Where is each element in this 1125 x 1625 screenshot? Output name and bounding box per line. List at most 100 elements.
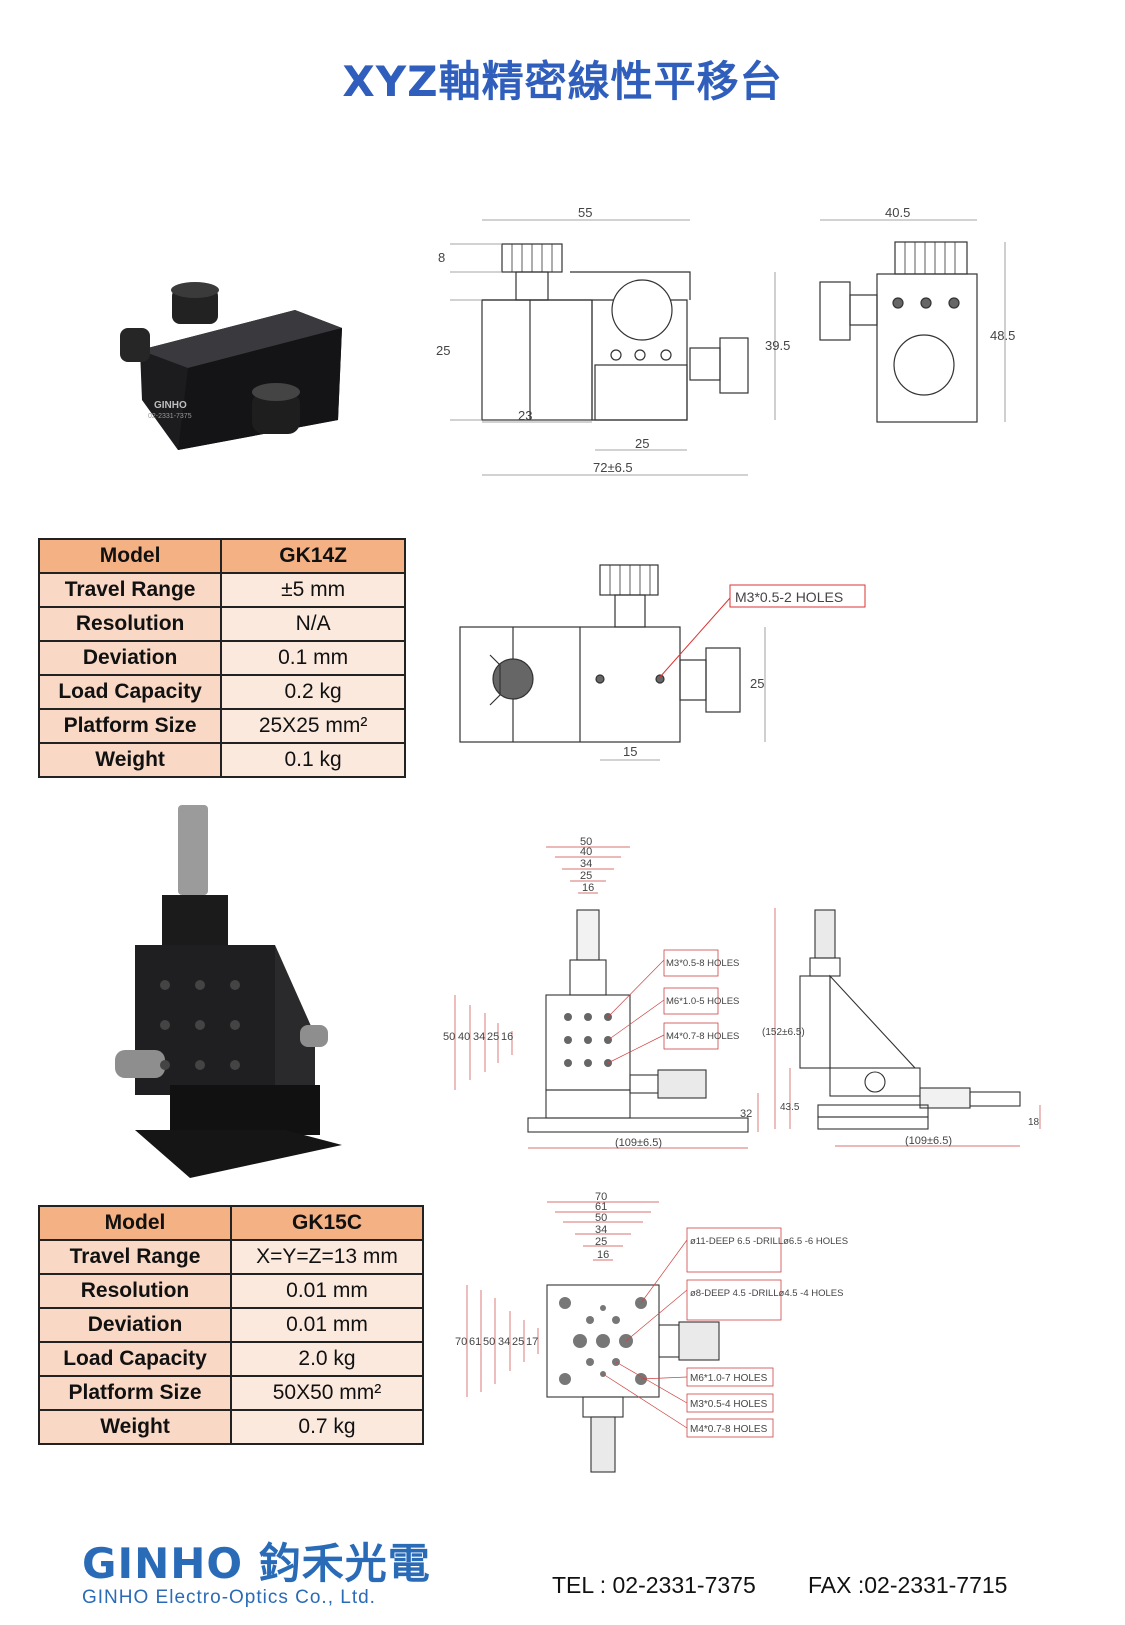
spec-value: 0.01 mm (230, 1307, 424, 1343)
dim-70-top: 70 (595, 1191, 607, 1203)
spec-label: Deviation (37, 640, 223, 676)
dim-25-top: 25 (595, 1236, 607, 1248)
dim-34-top: 34 (595, 1224, 607, 1236)
dim-39-5: 39.5 (765, 338, 790, 353)
dim-40-top: 40 (580, 846, 592, 858)
spec-label: Weight (37, 1409, 233, 1445)
m6-7-holes-note: M6*1.0-7 HOLES (690, 1373, 768, 1384)
dim-18: 18 (1028, 1117, 1040, 1128)
m3-4-holes-note: M3*0.5-4 HOLES (690, 1399, 768, 1410)
photo-brand-text: GINHO (154, 400, 187, 411)
spec-label: Travel Range (37, 1239, 233, 1275)
dim-25-left: 25 (512, 1336, 524, 1348)
dim-70-left: 70 (455, 1336, 467, 1348)
spec-label: Resolution (37, 1273, 233, 1309)
spec-value: 0.2 kg (220, 674, 406, 710)
m3-8-holes-note: M3*0.5-8 HOLES (666, 958, 739, 969)
spec-label: Platform Size (37, 1375, 233, 1411)
spec-label: Load Capacity (37, 674, 223, 710)
dim-109-side: (109±6.5) (905, 1135, 952, 1147)
dim-34-top: 34 (580, 858, 592, 870)
dim-15: 15 (623, 744, 637, 759)
dim-25-top: 25 (580, 870, 592, 882)
dim-50-left: 50 (443, 1031, 455, 1043)
fax-text: FAX :02-2331-7715 (808, 1572, 1008, 1598)
dim-25-bottom: 25 (635, 436, 649, 451)
spec-value: GK15C (230, 1205, 424, 1241)
dim-50-left: 50 (483, 1336, 495, 1348)
gk14z-photo: GINHO 02-2331-7375 (120, 282, 342, 450)
deep-4-5-note: ø8-DEEP 4.5 -DRILLø4.5 -4 HOLES (690, 1288, 843, 1299)
spec-value: 50X50 mm² (230, 1375, 424, 1411)
dim-34-left: 34 (498, 1336, 510, 1348)
dim-72: 72±6.5 (593, 460, 633, 475)
spec-value: 0.01 mm (230, 1273, 424, 1309)
dim-48-5: 48.5 (990, 328, 1015, 343)
table-row: Travel Range±5 mm (37, 572, 406, 608)
spec-value: X=Y=Z=13 mm (230, 1239, 424, 1275)
company-name: GINHO Electro-Optics Co., Ltd. (82, 1587, 376, 1608)
m4-8-holes-note: M4*0.7-8 HOLES (690, 1424, 768, 1435)
spec-label: Load Capacity (37, 1341, 233, 1377)
logo-latin: GINHO (82, 1539, 244, 1588)
dim-8: 8 (438, 250, 445, 265)
spec-label: Model (37, 538, 223, 574)
gk14z-drawing-top: M3*0.5-2 HOLES 25 15 (459, 564, 866, 761)
dim-32: 32 (740, 1108, 752, 1120)
spec-label: Resolution (37, 606, 223, 642)
dim-25-top: 25 (750, 676, 764, 691)
logo-cjk: 鈞禾光電 (258, 1539, 431, 1588)
gk14z-drawing-side: 40.5 48.5 (819, 205, 1015, 423)
spec-value: N/A (220, 606, 406, 642)
dim-16-left: 16 (501, 1031, 513, 1043)
spec-label: Platform Size (37, 708, 223, 744)
dim-34-left: 34 (473, 1031, 485, 1043)
photo-phone-text: 02-2331-7375 (148, 413, 192, 420)
dim-25-left: 25 (436, 343, 450, 358)
dim-55: 55 (578, 205, 592, 220)
spec-value: 0.1 mm (220, 640, 406, 676)
dim-152: (152±6.5) (762, 1027, 805, 1038)
dim-50-top: 50 (595, 1212, 607, 1224)
dim-25-left: 25 (487, 1031, 499, 1043)
gk15c-photo (115, 805, 342, 1178)
gk15c-drawing-front: 50 40 34 25 16 50 40 34 25 16 32 (109±6.… (443, 836, 759, 1149)
spec-label: Weight (37, 742, 223, 778)
dim-17-left: 17 (526, 1336, 538, 1348)
spec-label: Deviation (37, 1307, 233, 1343)
dim-109: (109±6.5) (615, 1137, 662, 1149)
deep-6-5-note: ø11-DEEP 6.5 -DRILLø6.5 -6 HOLES (690, 1236, 848, 1247)
dim-40-5: 40.5 (885, 205, 910, 220)
dim-23: 23 (518, 408, 532, 423)
tel-text: TEL : 02-2331-7375 (552, 1572, 756, 1598)
spec-value: GK14Z (220, 538, 406, 574)
dim-61-left: 61 (469, 1336, 481, 1348)
spec-value: ±5 mm (220, 572, 406, 608)
m3-holes-note: M3*0.5-2 HOLES (735, 589, 843, 605)
spec-value: 0.7 kg (230, 1409, 424, 1445)
gk15c-drawing-top: 70 61 50 34 25 16 70 61 50 34 25 17 ø11-… (455, 1191, 848, 1473)
company-logo: GINHO 鈞禾光電 GINHO Electro-Optics Co., Ltd… (82, 1530, 431, 1609)
dim-50-top: 50 (580, 836, 592, 848)
page-title: XYZ軸精密線性平移台 (342, 57, 783, 106)
spec-value: 2.0 kg (230, 1341, 424, 1377)
dim-61-top: 61 (595, 1201, 607, 1213)
spec-value: 0.1 kg (220, 742, 406, 778)
dim-43-5: 43.5 (780, 1102, 800, 1113)
dim-16-top: 16 (597, 1249, 609, 1261)
spec-label: Travel Range (37, 572, 223, 608)
